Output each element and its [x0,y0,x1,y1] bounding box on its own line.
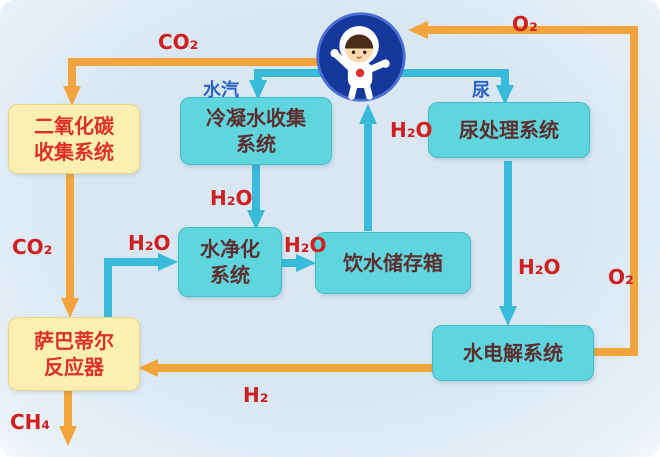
astronaut-icon [314,10,408,104]
node-drinking-water-tank: 饮水储存箱 [315,232,471,294]
label-h2-bottom: H₂ [243,383,269,407]
label-h2o-urine-down: H₂O [518,255,561,279]
arrow-o2-electrolysis-to-astronaut [408,21,638,356]
label-co2-top: CO₂ [158,30,199,54]
label-h2o-tank-up: H₂O [390,118,433,142]
arrow-h2o-sabatier-to-purifier [104,253,178,317]
label-water-vapor: 水汽 [203,80,239,101]
label-o2-top: O₂ [512,12,538,36]
node-water-electrolysis-system: 水电解系统 [432,325,594,381]
node-sabatier-reactor: 萨巴蒂尔 反应器 [8,317,140,391]
label-urine: 尿 [472,80,490,101]
label-ch4-bottom: CH₄ [10,410,51,434]
arrow-co2-astronaut-to-collector [63,58,330,106]
node-urine-treatment-system: 尿处理系统 [428,102,590,158]
label-h2o-purifier-tank: H₂O [284,233,327,257]
node-water-purification-system: 水净化 系统 [178,227,282,297]
label-co2-left: CO₂ [12,235,53,259]
label-o2-right: O₂ [608,265,634,289]
node-co2-collection-system: 二氧化碳 收集系统 [8,104,140,174]
label-h2o-sabatier: H₂O [128,231,171,255]
label-h2o-condensate: H₂O [210,186,253,210]
arrow-vapor-astronaut-to-condensate [249,69,326,100]
node-condensate-collection-system: 冷凝水收集 系统 [180,97,332,165]
arrow-urine-astronaut-to-treatment [398,69,514,105]
